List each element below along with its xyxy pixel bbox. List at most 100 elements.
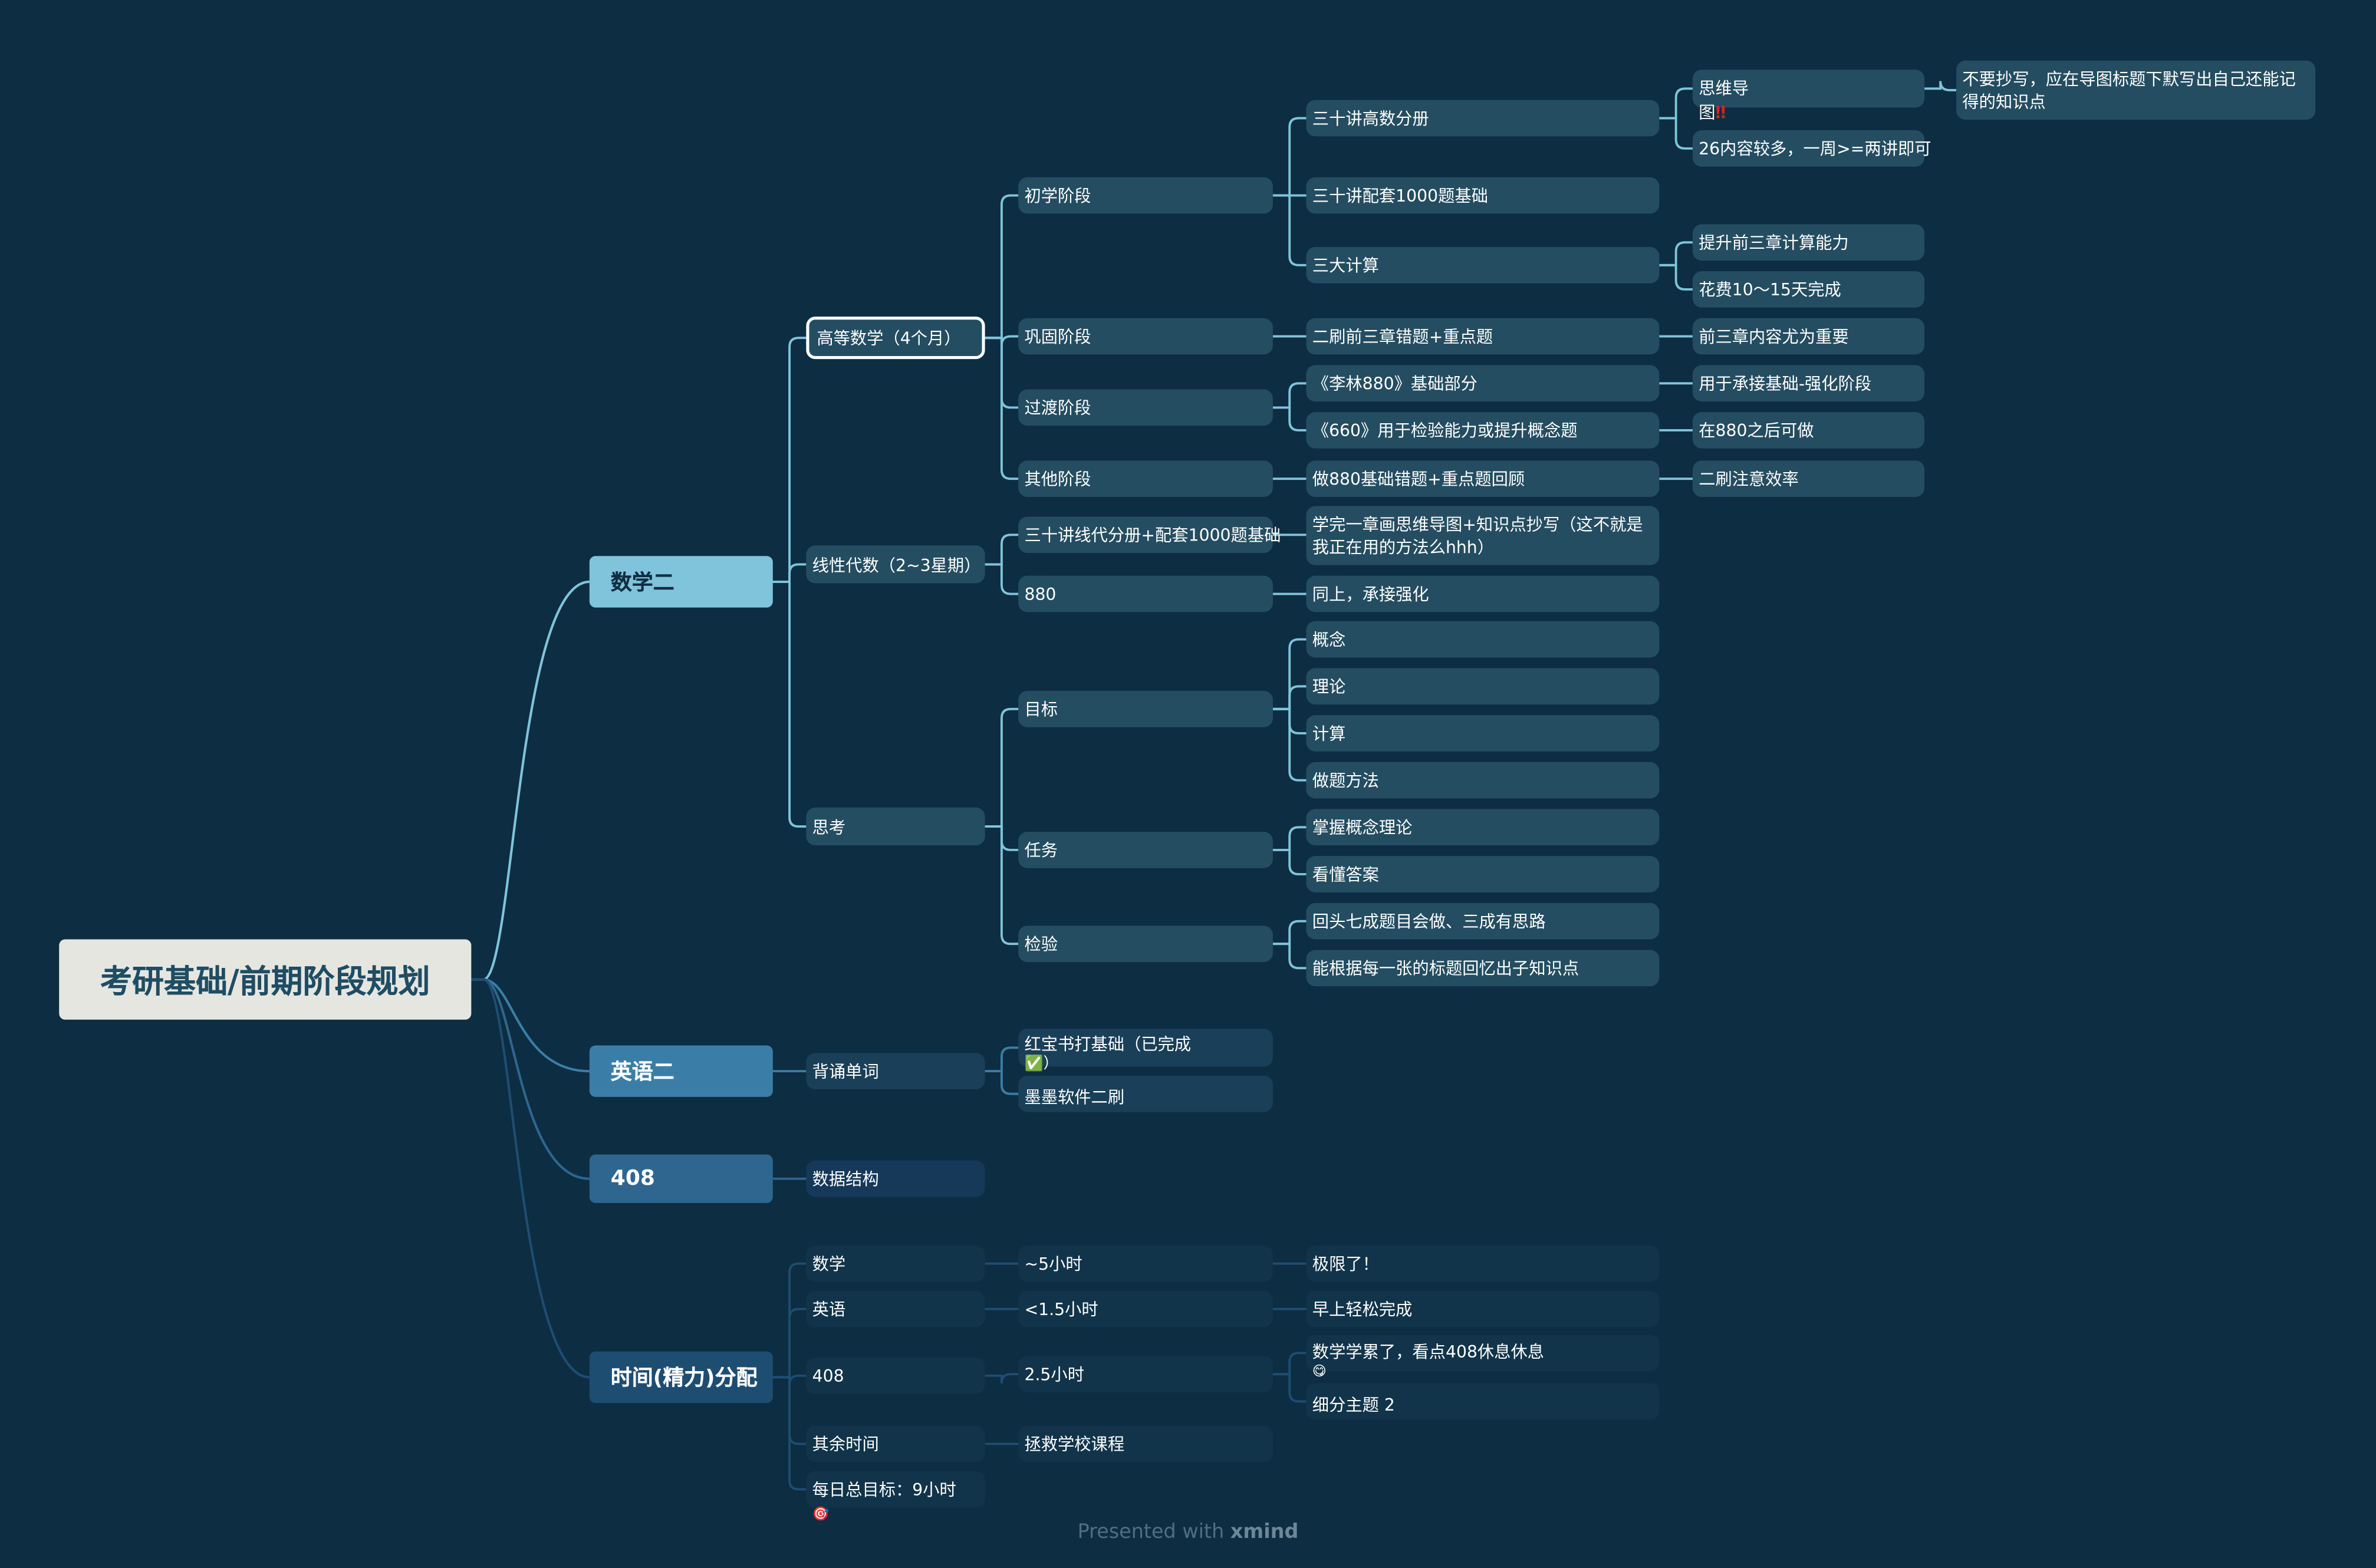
topic-label: 思考: [812, 817, 846, 838]
topic-label: 不要抄写，应在导图标题下默写出自己还能记得的知识点: [1962, 68, 2296, 111]
topic[interactable]: 看懂答案: [1306, 856, 1660, 892]
topic[interactable]: ~5小时: [1018, 1245, 1273, 1282]
topic-label: 墨墨软件二刷: [1024, 1088, 1125, 1108]
topic[interactable]: 理论: [1306, 668, 1660, 705]
topic[interactable]: 概念: [1306, 621, 1660, 658]
xmind-logo: xmind: [1230, 1521, 1299, 1544]
topic[interactable]: 其余时间: [806, 1425, 985, 1462]
topic-label: 英语二: [610, 1060, 674, 1085]
topic[interactable]: 做880基础错题+重点题回顾: [1306, 460, 1660, 498]
topic-stage-transition[interactable]: 过渡阶段: [1018, 389, 1273, 426]
topic[interactable]: 三十讲高数分册: [1306, 100, 1660, 137]
topic[interactable]: 学完一章画思维导图+知识点抄写（这不就是我正在用的方法么hhh）: [1306, 506, 1660, 565]
connector-line: [985, 563, 1019, 595]
topic-label: 回头七成题目会做、三成有思路: [1312, 912, 1546, 932]
topic[interactable]: 早上轻松完成: [1306, 1290, 1660, 1327]
topic[interactable]: 花费10～15天完成: [1692, 271, 1925, 308]
connector-line: [1272, 848, 1307, 875]
topic[interactable]: 英语: [806, 1290, 985, 1327]
topic-label: 时间(精力)分配: [610, 1366, 758, 1391]
topic[interactable]: 数据结构: [806, 1160, 985, 1197]
topic-linear-algebra[interactable]: 线性代数（2~3星期）: [806, 545, 985, 584]
topic[interactable]: 极限了！: [1306, 1245, 1660, 1282]
topic-label: 目标: [1024, 700, 1058, 720]
topic[interactable]: 拯救学校课程: [1018, 1425, 1273, 1462]
main-topic-english[interactable]: 英语二: [589, 1045, 773, 1097]
connector-line: [1659, 117, 1693, 150]
topic-label: 细分主题 2: [1312, 1395, 1395, 1415]
smiley-icon: 😋: [1312, 1365, 1327, 1381]
topic-label: 在880之后可做: [1699, 421, 1814, 441]
connector-line: [985, 707, 1019, 828]
topic[interactable]: 880: [1018, 575, 1273, 612]
main-topic-time[interactable]: 时间(精力)分配: [589, 1351, 773, 1404]
topic-label: 能根据每一张的标题回忆出子知识点: [1312, 958, 1579, 979]
topic[interactable]: 掌握概念理论: [1306, 809, 1660, 846]
connector-line: [1272, 826, 1307, 851]
connector-line: [1272, 920, 1307, 946]
target-icon: 🎯: [812, 1507, 830, 1523]
topic[interactable]: 在880之后可做: [1692, 412, 1925, 449]
topic[interactable]: 同上，承接强化: [1306, 575, 1660, 612]
topic[interactable]: 二刷注意效率: [1692, 460, 1925, 498]
topic-label: 红宝书打基础（已完成: [1024, 1035, 1192, 1055]
connector-line: [985, 194, 1019, 340]
topic-label: 初学阶段: [1024, 186, 1091, 206]
connector-line: [772, 1307, 807, 1379]
topic-stage-beginner[interactable]: 初学阶段: [1018, 177, 1273, 214]
topic[interactable]: 每日总目标：9小时 🎯: [806, 1471, 985, 1523]
topic-label: 数学学累了，看点408休息休息: [1312, 1342, 1545, 1362]
topic-label: 任务: [1024, 841, 1058, 861]
topic[interactable]: 前三章内容尤为重要: [1692, 318, 1925, 355]
topic-stage-consolidate[interactable]: 巩固阶段: [1018, 318, 1273, 355]
footer-branding: Presented with xmind: [0, 1521, 2376, 1544]
topic-check[interactable]: 检验: [1018, 925, 1273, 963]
topic[interactable]: 墨墨软件二刷: [1018, 1075, 1273, 1112]
topic[interactable]: 能根据每一张的标题回忆出子知识点: [1306, 950, 1660, 987]
topic-label: 2.5小时: [1024, 1365, 1084, 1385]
topic[interactable]: 提升前三章计算能力: [1692, 224, 1925, 261]
connector-line: [471, 978, 590, 1379]
topic[interactable]: 26内容较多，一周>=两讲即可: [1692, 130, 1931, 167]
topic[interactable]: 数学学累了，看点408休息休息 😋: [1306, 1335, 1660, 1380]
topic-goal[interactable]: 目标: [1018, 691, 1273, 727]
topic[interactable]: 红宝书打基础（已完成 ✅）: [1018, 1029, 1273, 1073]
topic[interactable]: 细分主题 2: [1306, 1383, 1660, 1420]
topic[interactable]: 回头七成题目会做、三成有思路: [1306, 902, 1660, 940]
topic[interactable]: <1.5小时: [1018, 1290, 1273, 1327]
connector-line: [772, 581, 807, 828]
topic[interactable]: 做题方法: [1306, 762, 1660, 799]
topic[interactable]: 不要抄写，应在导图标题下默写出自己还能记得的知识点: [1956, 60, 2316, 120]
topic-advanced-math[interactable]: 高等数学（4个月）: [806, 317, 985, 360]
topic[interactable]: 用于承接基础-强化阶段: [1692, 365, 1925, 402]
main-topic-408[interactable]: 408: [589, 1154, 773, 1203]
central-topic[interactable]: 考研基础/前期阶段规划: [59, 939, 472, 1020]
topic-label: 做题方法: [1312, 771, 1379, 791]
topic-label: 花费10～15天完成: [1699, 280, 1841, 300]
topic[interactable]: 二刷前三章错题+重点题: [1306, 318, 1660, 355]
topic-thinking[interactable]: 思考: [806, 807, 985, 846]
topic-label: <1.5小时: [1024, 1300, 1098, 1320]
topic-task[interactable]: 任务: [1018, 832, 1273, 868]
connector-line: [1272, 1373, 1307, 1403]
topic[interactable]: 计算: [1306, 715, 1660, 752]
topic[interactable]: 《660》用于检验能力或提升概念题: [1306, 412, 1660, 449]
topic[interactable]: 背诵单词: [806, 1053, 985, 1089]
topic[interactable]: 《李林880》基础部分: [1306, 365, 1660, 402]
topic-stage-other[interactable]: 其他阶段: [1018, 460, 1273, 498]
topic-label: 26内容较多，一周>=两讲即可: [1699, 139, 1931, 159]
connector-line: [1659, 263, 1693, 291]
topic[interactable]: 三十讲线代分册+配套1000题基础: [1018, 516, 1281, 554]
topic[interactable]: 三十讲配套1000题基础: [1306, 177, 1660, 214]
topic[interactable]: 2.5小时: [1018, 1356, 1273, 1393]
topic-label: 《660》用于检验能力或提升概念题: [1312, 421, 1578, 441]
connector-line: [985, 337, 1019, 480]
footer-text: Presented with: [1077, 1521, 1230, 1544]
connector-line: [985, 1373, 1019, 1383]
topic[interactable]: 思维导 图‼: [1692, 70, 1925, 123]
topic[interactable]: 三大计算: [1306, 246, 1660, 284]
main-topic-math[interactable]: 数学二: [589, 556, 773, 608]
topic[interactable]: 数学: [806, 1245, 985, 1282]
topic[interactable]: 408: [806, 1357, 985, 1394]
